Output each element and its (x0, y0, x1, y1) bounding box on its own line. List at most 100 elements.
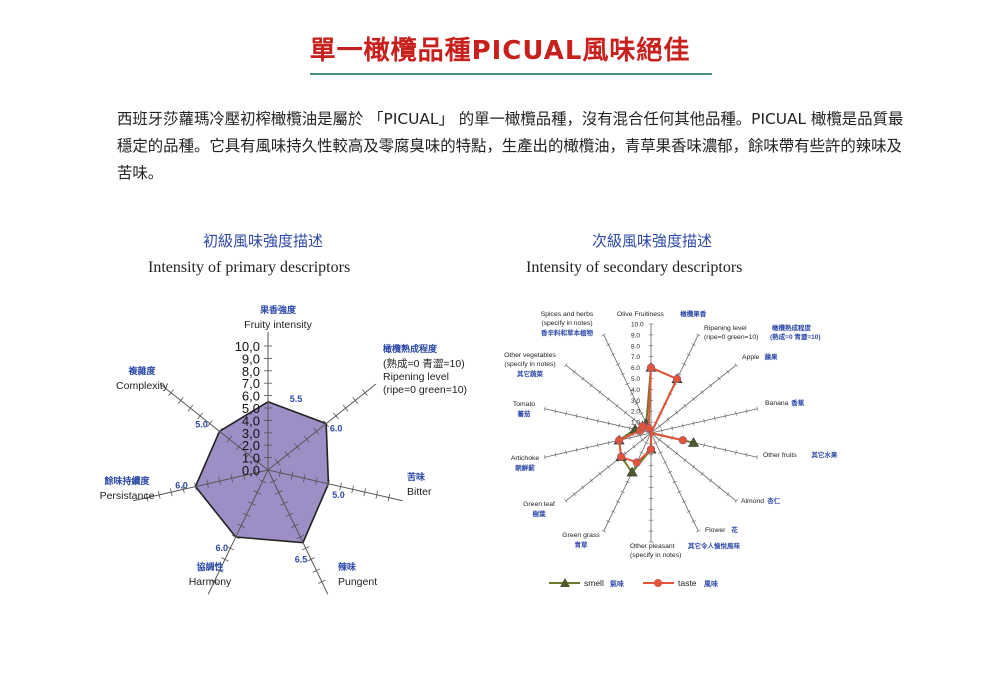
legend-smell-marker (560, 578, 570, 587)
primary-axis-tick (258, 479, 267, 484)
secondary-axis-tick (606, 343, 611, 346)
secondary-smell-point (626, 466, 638, 477)
secondary-axis-tick (554, 408, 557, 414)
secondary-axis-tick (709, 383, 713, 388)
primary-axis-tick (237, 523, 245, 528)
primary-axis-tick (215, 568, 224, 573)
secondary-axis-tick (611, 510, 616, 513)
primary-axis-tick (145, 493, 149, 502)
secondary-axis-name-en: Flower (705, 527, 726, 534)
secondary-axis-tick (572, 492, 576, 497)
secondary-axis-tick (745, 408, 748, 414)
secondary-axis-tick (589, 478, 593, 483)
secondary-axis-tick (658, 451, 663, 454)
primary-axis-name-en: Fruity intensity (244, 319, 312, 331)
secondary-axis-name-en: Banana (765, 400, 789, 407)
secondary-axis-tick (606, 520, 611, 523)
primary-tick-label: 2,0 (242, 438, 260, 453)
secondary-taste-point (678, 436, 687, 445)
primary-axis-tick (242, 512, 251, 517)
secondary-axis-tick (572, 369, 576, 374)
intro-paragraph: 西班牙莎蘿瑪冷壓初榨橄欖油是屬於 「PICUAL」 的單一橄欖品種，沒有混合任何… (117, 110, 904, 182)
secondary-taste-point (646, 445, 656, 454)
secondary-axis-name-en: Ripening level (704, 325, 747, 332)
primary-tick-label: 4,0 (242, 413, 260, 428)
primary-axis-line (133, 469, 269, 502)
primary-axis-name-en: Persistance (100, 490, 155, 502)
secondary-axis-name-en: Apple (742, 354, 760, 361)
primary-axis-tick (375, 490, 379, 499)
primary-axis-tick (285, 512, 294, 517)
secondary-axis-name-en: (specify in notes) (630, 552, 681, 559)
secondary-axis-tick (686, 353, 691, 356)
secondary-axis-name-zh: (熟成=0 青澀=10) (770, 332, 821, 341)
primary-axis-name-en: Bitter (407, 486, 432, 498)
primary-axis-tick (363, 488, 366, 497)
secondary-axis-tick (666, 417, 670, 422)
page-title: 單一橄欖品種PICUAL風味絕佳 (309, 36, 691, 66)
primary-axis-tick (333, 412, 339, 420)
secondary-axis-name-zh: 橄欖果香 (680, 309, 707, 318)
secondary-axis-tick (677, 490, 682, 494)
primary-value-label: 5.5 (290, 394, 303, 404)
primary-tick-label: 9,0 (242, 351, 260, 366)
primary-value-label: 6.5 (295, 555, 308, 565)
primary-value-label: 6.0 (330, 424, 343, 434)
secondary-axis-tick (681, 500, 687, 503)
secondary-tick-label: 1.0 (631, 420, 640, 427)
secondary-axis-tick (692, 465, 696, 469)
secondary-axis-tick (543, 455, 546, 460)
primary-axis-tick (296, 534, 305, 540)
secondary-axis-name-en: Other pleasant (630, 543, 675, 550)
primary-axis-tick (230, 474, 234, 483)
secondary-axis-tick (660, 428, 663, 433)
primary-axis-tick (351, 485, 354, 494)
secondary-taste-point (615, 436, 624, 445)
secondary-axis-tick (692, 397, 696, 401)
primary-axis-line (159, 383, 269, 471)
primary-axis-line (207, 469, 269, 595)
primary-axis-tick (182, 485, 185, 494)
secondary-tick-label: 2.0 (631, 409, 640, 416)
secondary-axis-name-en: Olive Fruitiness (617, 311, 664, 318)
secondary-axis-tick (620, 372, 625, 376)
secondary-axis-name-en: Spices and herbs (541, 311, 594, 318)
primary-axis-name-en: Harmony (189, 576, 232, 588)
secondary-axis-name-en: Almond (741, 498, 764, 505)
primary-axis-tick (226, 435, 233, 443)
secondary-axis-name-zh: 蘋果 (765, 352, 779, 361)
secondary-axis-tick (598, 471, 602, 476)
secondary-axis-tick (639, 412, 644, 415)
primary-axis-name-en: Complexity (116, 380, 169, 392)
secondary-axis-name-zh: 朝鮮薊 (515, 463, 535, 472)
primary-axis-name-zh: 辣味 (338, 561, 356, 572)
secondary-axis-name-en: (ripe=0 green=10) (704, 334, 758, 341)
primary-axis-line (267, 469, 329, 595)
primary-axis-name-en: Pungent (338, 576, 377, 588)
secondary-axis-name-zh: 其它蔬菜 (517, 369, 544, 378)
secondary-axis-tick (623, 410, 628, 415)
primary-axis-tick (248, 501, 256, 506)
secondary-axis-name-zh: 杏仁 (766, 496, 781, 505)
secondary-tick-label: 10.0 (631, 322, 644, 329)
secondary-axis-tick (620, 490, 625, 494)
secondary-axis-tick (615, 403, 619, 408)
primary-axis-line (267, 383, 377, 471)
secondary-axis-tick (756, 406, 759, 411)
secondary-axis-tick (575, 447, 578, 453)
secondary-axis-tick (683, 403, 687, 408)
primary-axis-tick (313, 427, 320, 435)
primary-axis-tick (294, 443, 300, 451)
primary-axis-tick (221, 557, 229, 562)
secondary-axis-tick (691, 520, 696, 523)
secondary-axis-tick (700, 471, 704, 476)
primary-axis-name-zh: 協調性 (196, 561, 223, 572)
secondary-axis-tick (657, 437, 662, 442)
primary-axis-tick (318, 579, 326, 584)
secondary-axis-tick (756, 455, 759, 460)
secondary-axis-tick (674, 410, 679, 415)
secondary-axis-tick (692, 421, 695, 426)
primary-axis-tick (254, 468, 258, 477)
secondary-tick-label: 0.0 (631, 431, 640, 438)
primary-axis-tick (352, 397, 359, 404)
